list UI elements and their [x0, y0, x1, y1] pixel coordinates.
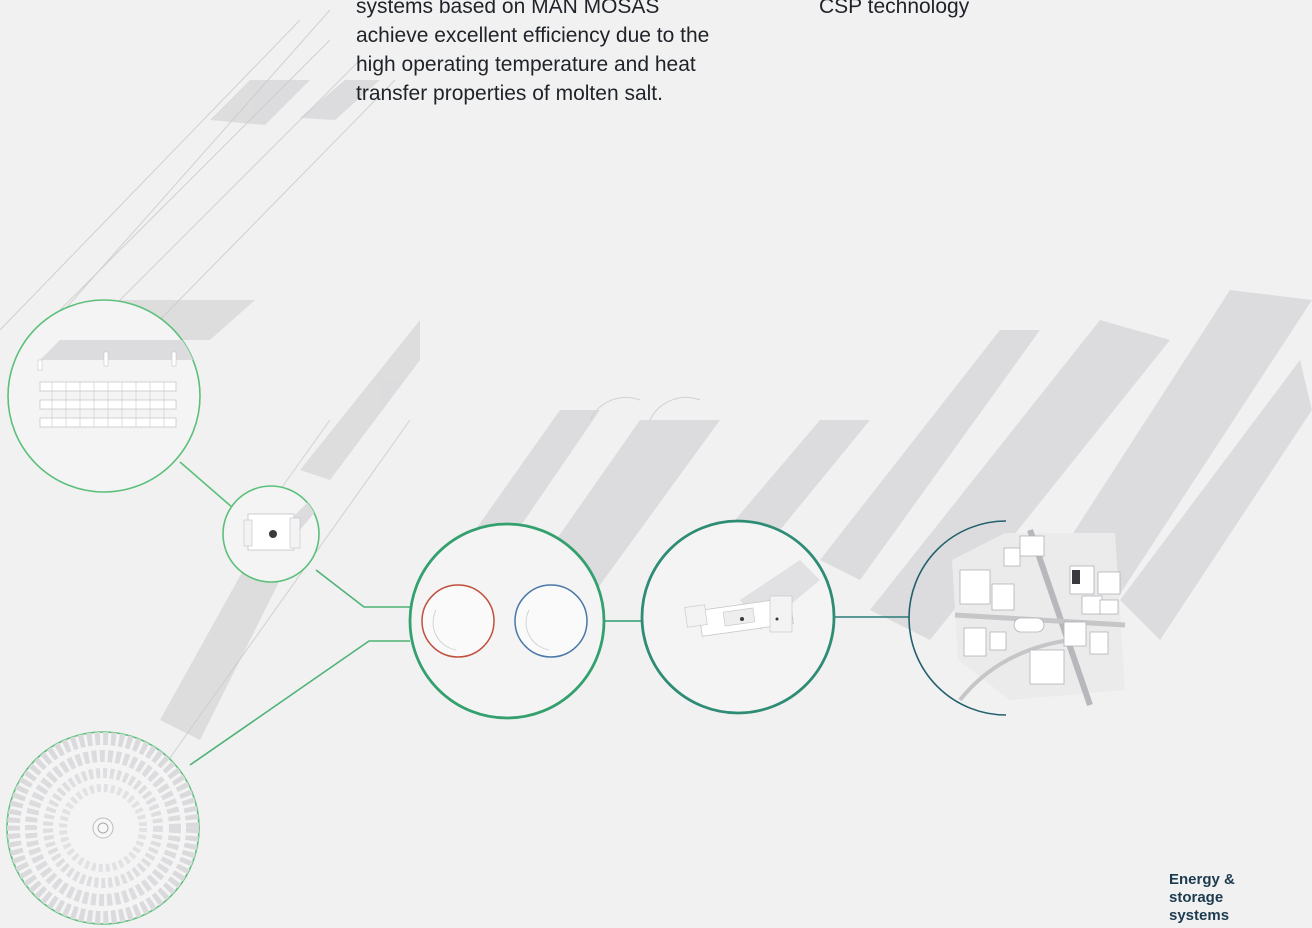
- city-node: [908, 470, 1180, 716]
- intro-line: high operating temperature and heat: [356, 53, 696, 76]
- intro-line: CSP technology: [819, 0, 970, 18]
- turbine-icon: [684, 560, 820, 637]
- salt-storage-node: [408, 396, 701, 720]
- connector-heliostat-storage: [189, 640, 410, 766]
- background-hairlines: [0, 9, 411, 801]
- section-label-line: storage: [1169, 889, 1224, 906]
- intro-line: transfer properties of molten salt.: [356, 82, 663, 105]
- city-block-icon: [952, 470, 1180, 706]
- connector-lines: [179, 461, 909, 766]
- intro-paragraph-left: systems based on MAN MOSAS achieve excel…: [356, 0, 796, 108]
- cold-tank-icon: [514, 584, 588, 658]
- connector-solar-receiver: [179, 461, 234, 509]
- intro-line: systems based on MAN MOSAS: [356, 0, 660, 18]
- hot-tank-icon: [421, 584, 495, 658]
- connector-receiver-storage: [315, 569, 410, 608]
- heliostat-tower-node: [6, 731, 200, 925]
- solar-field-node: [7, 299, 201, 493]
- receiver-node: [222, 485, 320, 583]
- intro-line: achieve excellent efficiency due to the: [356, 24, 710, 47]
- section-label: Energy & storage systems: [1169, 871, 1279, 925]
- heliostat-ring-icon: [7, 732, 199, 924]
- intro-paragraph-right: CSP technology: [819, 0, 1119, 21]
- turbine-node: [640, 519, 836, 715]
- section-label-line: Energy &: [1169, 871, 1235, 888]
- section-label-line: systems: [1169, 907, 1230, 924]
